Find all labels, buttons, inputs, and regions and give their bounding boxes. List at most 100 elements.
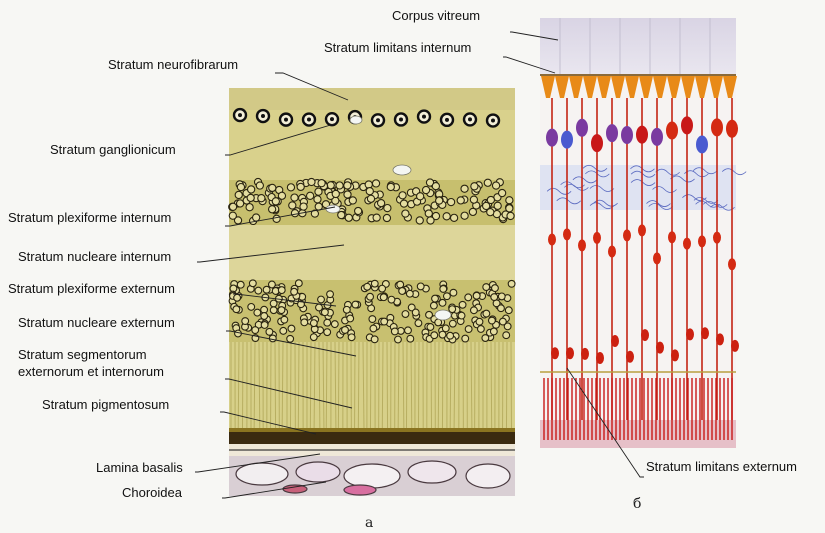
nucleus [248, 186, 255, 193]
bipolar-soma [548, 233, 556, 245]
nucleus [366, 188, 373, 195]
nucleus [235, 191, 242, 198]
segment-line [290, 342, 291, 428]
nucleus [255, 287, 262, 294]
nucleus [291, 210, 298, 217]
ganglion-soma [696, 135, 708, 153]
nucleus [344, 182, 351, 189]
nucleus [449, 306, 456, 313]
nucleus [489, 317, 496, 324]
nucleus [269, 206, 276, 213]
bipolar-soma [608, 246, 616, 258]
nucleus [380, 294, 387, 301]
label-stratum-segmentorum-line1: Stratum segmentorum [18, 347, 147, 362]
nucleus [487, 209, 494, 216]
nucleus [379, 285, 386, 292]
receptor-soma [686, 328, 694, 340]
receptor-soma [671, 349, 679, 361]
nucleus [281, 316, 288, 323]
nucleus [503, 332, 510, 339]
nucleus [425, 210, 432, 217]
nucleus [432, 295, 439, 302]
nucleus [273, 215, 280, 222]
nucleus [247, 194, 254, 201]
nucleus [338, 211, 345, 218]
nucleus [291, 194, 298, 201]
bipolar-soma [623, 229, 631, 241]
nucleus [256, 182, 263, 189]
nucleus [400, 200, 407, 207]
bipolar-soma [593, 232, 601, 244]
nucleus [450, 289, 457, 296]
receptor-soma [611, 335, 619, 347]
nucleus [471, 183, 478, 190]
nucleus [399, 288, 406, 295]
nucleus [459, 301, 466, 308]
nucleus [307, 192, 314, 199]
nucleus [388, 296, 395, 303]
ganglion-nucleus [376, 118, 380, 122]
nucleus [490, 328, 497, 335]
bipolar-soma [578, 239, 586, 251]
nucleus [439, 331, 446, 338]
label-stratum-plexiforme-externum: Stratum plexiforme externum [8, 281, 175, 296]
label-lamina-basalis: Lamina basalis [96, 460, 183, 475]
layer-pigmentosum [229, 430, 515, 444]
nucleus [426, 311, 433, 318]
nucleus [367, 195, 374, 202]
ganglion-nucleus [238, 113, 242, 117]
nucleus [506, 197, 513, 204]
nucleus [371, 336, 378, 343]
nucleus [443, 213, 450, 220]
nucleus [492, 285, 499, 292]
nucleus [492, 182, 499, 189]
ganglion-nucleus [445, 118, 449, 122]
nucleus [415, 320, 422, 327]
nucleus [484, 179, 491, 186]
nucleus [347, 315, 354, 322]
nucleus [344, 191, 351, 198]
nucleus [387, 183, 394, 190]
ganglion-nucleus [491, 119, 495, 123]
nucleus [314, 196, 321, 203]
nucleus [301, 319, 308, 326]
nucleus [269, 184, 276, 191]
label-stratum-limitans-internum: Stratum limitans internum [324, 40, 471, 55]
nucleus [278, 307, 285, 314]
nucleus [352, 301, 359, 308]
segment-line [387, 342, 388, 428]
nucleus [417, 283, 424, 290]
nucleus [432, 183, 439, 190]
bipolar-soma [668, 231, 676, 243]
nucleus [412, 309, 419, 316]
segment-line [358, 342, 359, 428]
nucleus [436, 197, 443, 204]
nucleus [465, 294, 472, 301]
ganglion-soma [636, 126, 648, 144]
receptor-soma [731, 340, 739, 352]
segment-line [506, 342, 507, 428]
nucleus [477, 326, 484, 333]
nucleus [300, 203, 307, 210]
nucleus [327, 182, 334, 189]
ganglion-soma [591, 134, 603, 152]
nucleus [252, 327, 259, 334]
nucleus [332, 190, 339, 197]
nucleus [465, 326, 472, 333]
label-stratum-limitans-externum: Stratum limitans externum [646, 459, 797, 474]
label-stratum-nucleare-externum: Stratum nucleare externum [18, 315, 175, 330]
receptor-soma [701, 327, 709, 339]
nucleus [473, 292, 480, 299]
receptor-soma [656, 342, 664, 354]
nucleus [237, 183, 244, 190]
nucleus [505, 307, 512, 314]
nucleus [272, 198, 279, 205]
layer-neurofibrarum [229, 88, 515, 110]
receptor-soma [641, 329, 649, 341]
nucleus [461, 212, 468, 219]
nucleus [324, 319, 331, 326]
nucleus [229, 203, 236, 210]
nucleus [442, 325, 449, 332]
nucleus [406, 290, 413, 297]
receptor-soma [581, 348, 589, 360]
